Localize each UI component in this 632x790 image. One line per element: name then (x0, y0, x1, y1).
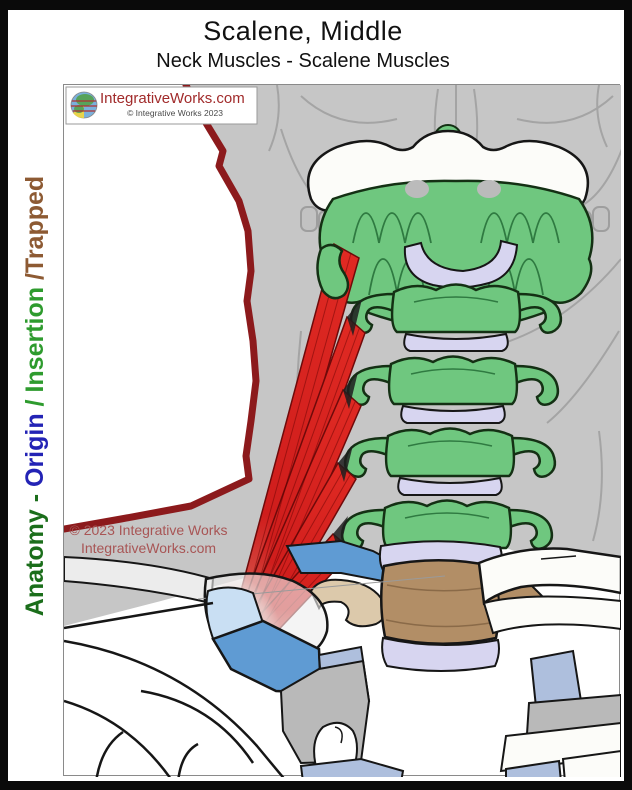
clavicle-right (477, 547, 621, 635)
first-rib-highlight (205, 586, 323, 695)
side-label-slash: / (21, 392, 49, 414)
side-category-label: Anatomy - Origin / Insertion /Trapped (21, 116, 55, 676)
anatomy-illustration (63, 84, 621, 777)
logo-panel (65, 86, 258, 125)
t1-vertebral-body (285, 539, 549, 672)
side-label-origin: Origin (21, 413, 49, 487)
side-label-dash: - (21, 487, 49, 510)
page-subtitle: Neck Muscles - Scalene Muscles (156, 50, 450, 72)
logo-site-text: IntegrativeWorks.com (100, 90, 245, 107)
jaw-profile-outline (64, 85, 260, 533)
watermark-text: © 2023 Integrative Works IntegrativeWork… (66, 521, 231, 557)
ribs-and-cartilage (279, 645, 621, 777)
globe-icon (70, 91, 98, 119)
scapula-shading (64, 601, 285, 777)
watermark-line2: IntegrativeWorks.com (80, 540, 217, 556)
side-label-insertion: Insertion (21, 286, 49, 393)
logo-copyright-text: © Integrative Works 2023 (127, 108, 223, 118)
side-label-trapped: /Trapped (21, 175, 49, 287)
page-title: Scalene, Middle (203, 16, 403, 46)
side-label-anatomy: Anatomy (21, 509, 49, 617)
atlas-axis-vertebrae (318, 179, 594, 331)
watermark-line1: © 2023 Integrative Works (69, 522, 228, 538)
